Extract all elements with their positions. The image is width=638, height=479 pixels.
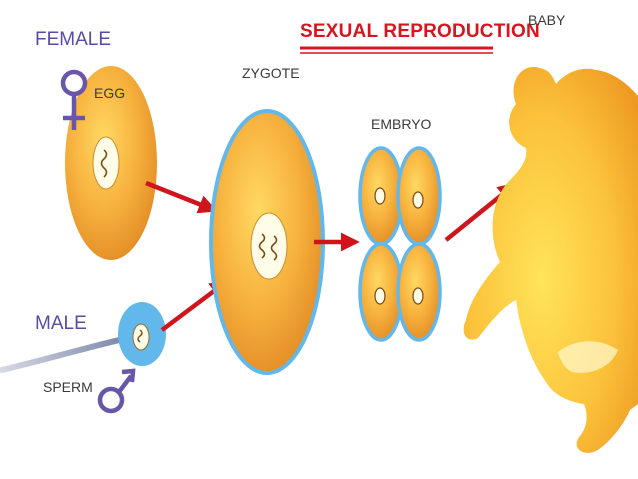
sperm-cell: [0, 302, 166, 373]
arrow-egg-to-zygote: [145, 180, 218, 214]
embryo-cells: [358, 146, 442, 342]
baby-figure: [463, 66, 638, 453]
female-label: FEMALE: [35, 29, 112, 50]
diagram-title: SEXUAL REPRODUCTION: [300, 21, 540, 42]
sperm-label: SPERM: [43, 379, 93, 395]
female-symbol-icon: [60, 69, 88, 130]
embryo-label: EMBRYO: [371, 116, 432, 132]
egg-cell: [65, 66, 157, 260]
zygote-cell: [209, 109, 325, 375]
zygote-label: ZYGOTE: [242, 65, 300, 81]
male-label: MALE: [35, 313, 87, 334]
male-symbol-icon: [97, 368, 136, 414]
baby-label: BABY: [528, 12, 566, 28]
title-underline: [300, 46, 493, 54]
egg-label: EGG: [94, 85, 126, 101]
